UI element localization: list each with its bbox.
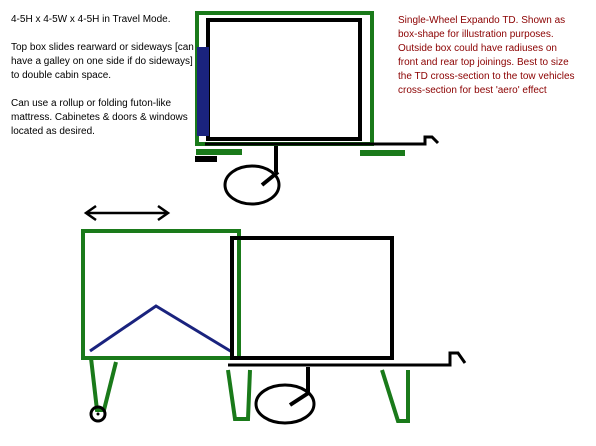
travel-trailer-drawing xyxy=(195,11,440,206)
wheel xyxy=(223,164,281,206)
rear-pad xyxy=(196,149,242,155)
folded-mattress-support xyxy=(89,304,233,354)
right-notes: Single-Wheel Expando TD. Shown as box-sh… xyxy=(398,14,578,98)
outer-box xyxy=(195,11,374,146)
fixed-box xyxy=(230,236,394,360)
caster-hub xyxy=(96,412,100,416)
rear-leg-left xyxy=(89,357,118,412)
inner-box xyxy=(206,18,362,141)
slide-note: Top box slides rearward or sideways [can… xyxy=(11,42,194,81)
mattress-note: Can use a rollup or folding futon-like m… xyxy=(11,98,188,137)
expanded-trailer-drawing xyxy=(81,229,467,425)
tongue-hitch xyxy=(372,135,440,146)
rear-leg-right xyxy=(226,369,252,421)
front-pad xyxy=(360,150,405,156)
dimensions-note: 4-5H x 4-5W x 4-5H in Travel Mode. xyxy=(11,14,171,25)
slide-out-box xyxy=(81,229,241,360)
front-leg xyxy=(380,369,410,423)
left-notes: 4-5H x 4-5W x 4-5H in Travel Mode. Top b… xyxy=(11,13,196,139)
wheel xyxy=(254,383,316,425)
rear-foot xyxy=(195,156,217,162)
slide-direction-arrow xyxy=(83,204,171,222)
expando-description: Single-Wheel Expando TD. Shown as box-sh… xyxy=(398,15,575,96)
bed-support-bar xyxy=(197,47,209,136)
caster-wheel xyxy=(89,405,107,423)
tongue-hitch xyxy=(392,351,467,367)
wheel-arm xyxy=(288,390,312,407)
